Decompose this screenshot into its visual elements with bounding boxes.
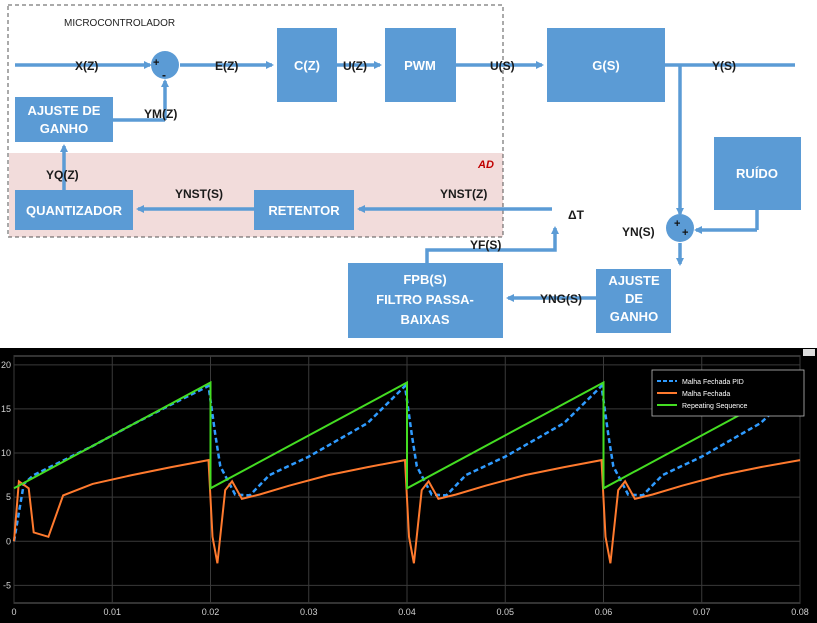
x-tick-label: 0.07 [693,607,711,617]
scope-series [12,380,801,564]
legend-label: Malha Fechada PID [682,379,744,386]
ajuste-bottom-line2: DE [625,291,643,306]
scope-chart: 0 0.01 0.02 0.03 0.04 0.05 0.06 0.07 0.08 -5 0 5 10 1… [0,348,817,623]
block-diagram: AD MICROCONTROLADOR + - + + C(Z) [7,4,801,338]
line-yf [425,226,559,263]
block-retentor: RETENTOR [254,190,354,230]
y-tick-label: -5 [3,580,11,590]
legend-entries: Malha Fechada PID Malha FechadaRepeating … [651,369,805,417]
y-tick-label: 20 [1,360,11,370]
x-tick-label: 0 [11,607,16,617]
block-ruido: RUÍDO [714,137,801,210]
signal-uz: U(Z) [343,59,367,73]
x-tick-label: 0.03 [300,607,318,617]
x-tick-label: 0.01 [103,607,121,617]
microcontroller-label: MICROCONTROLADOR [64,18,175,29]
sum1-minus: - [162,68,166,82]
block-gs: G(S) [547,28,665,102]
block-cz-label: C(Z) [294,58,320,73]
series-line-2 [13,380,801,490]
series-line-1 [13,458,801,564]
ajuste-bottom-line3: GANHO [610,309,658,324]
legend-frame [651,369,805,417]
series-line-0 [12,383,801,542]
block-fpb: FPB(S) FILTRO PASSA- BAIXAS [348,263,503,338]
retentor-label: RETENTOR [268,203,340,218]
block-cz: C(Z) [277,28,337,102]
fpb-line3: BAIXAS [400,312,449,327]
block-ajuste-ganho-bottom: AJUSTE DE GANHO [596,269,671,333]
signal-yf-s: YF(S) [470,238,501,252]
scope-corner-badge [803,349,815,356]
signal-ez: E(Z) [215,59,238,73]
fpb-line2: FILTRO PASSA- [376,292,474,307]
signal-ys: Y(S) [712,59,736,73]
block-quantizador: QUANTIZADOR [15,190,133,230]
legend-label: Repeating Sequence [682,403,747,410]
signal-us: U(S) [490,59,515,73]
x-tick-label: 0.06 [595,607,613,617]
summing-junction-2: + + [666,214,694,242]
block-pwm-label: PWM [404,58,436,73]
signal-yn-s: YN(S) [622,225,655,239]
microcontroller-frame [7,4,504,238]
signal-yqz: YQ(Z) [46,168,79,182]
x-tick-label: 0.08 [791,607,809,617]
y-tick-label: 0 [6,536,11,546]
block-ruido-label: RUÍDO [736,166,778,181]
signal-ymz: YM(Z) [144,107,177,121]
block-ajuste-ganho-top: AJUSTE DE GANHO [15,97,113,142]
signal-ynst-s: YNST(S) [175,187,223,201]
summing-junction-1: + - [151,51,179,82]
ajuste-top-line1: AJUSTE DE [28,103,101,118]
block-pwm: PWM [385,28,456,102]
y-tick-label: 15 [1,404,11,414]
y-tick-label: 10 [1,448,11,458]
signal-xz: X(Z) [75,59,98,73]
ad-label: AD [477,159,494,171]
sum2-plus-right: + [682,227,688,239]
sum1-plus: + [153,57,159,69]
legend-label: Malha Fechada [682,391,730,398]
sum2-plus-top: + [674,218,680,230]
quantizador-label: QUANTIZADOR [26,203,123,218]
signal-lines [15,61,795,302]
x-tick-label: 0.05 [496,607,514,617]
signal-delta-t: ΔT [568,208,585,222]
signal-yng-s: YNG(S) [540,292,582,306]
block-gs-label: G(S) [592,58,619,73]
x-tick-label: 0.02 [202,607,220,617]
y-tick-label: 5 [6,492,11,502]
x-tick-label: 0.04 [398,607,416,617]
ajuste-bottom-line1: AJUSTE [608,273,660,288]
ajuste-top-line2: GANHO [40,121,88,136]
scope-ticks: 0 0.01 0.02 0.03 0.04 0.05 0.06 0.07 0.08 -5 0 5 10 1… [1,360,809,617]
signal-ynst-z: YNST(Z) [440,187,487,201]
fpb-line1: FPB(S) [403,272,446,287]
